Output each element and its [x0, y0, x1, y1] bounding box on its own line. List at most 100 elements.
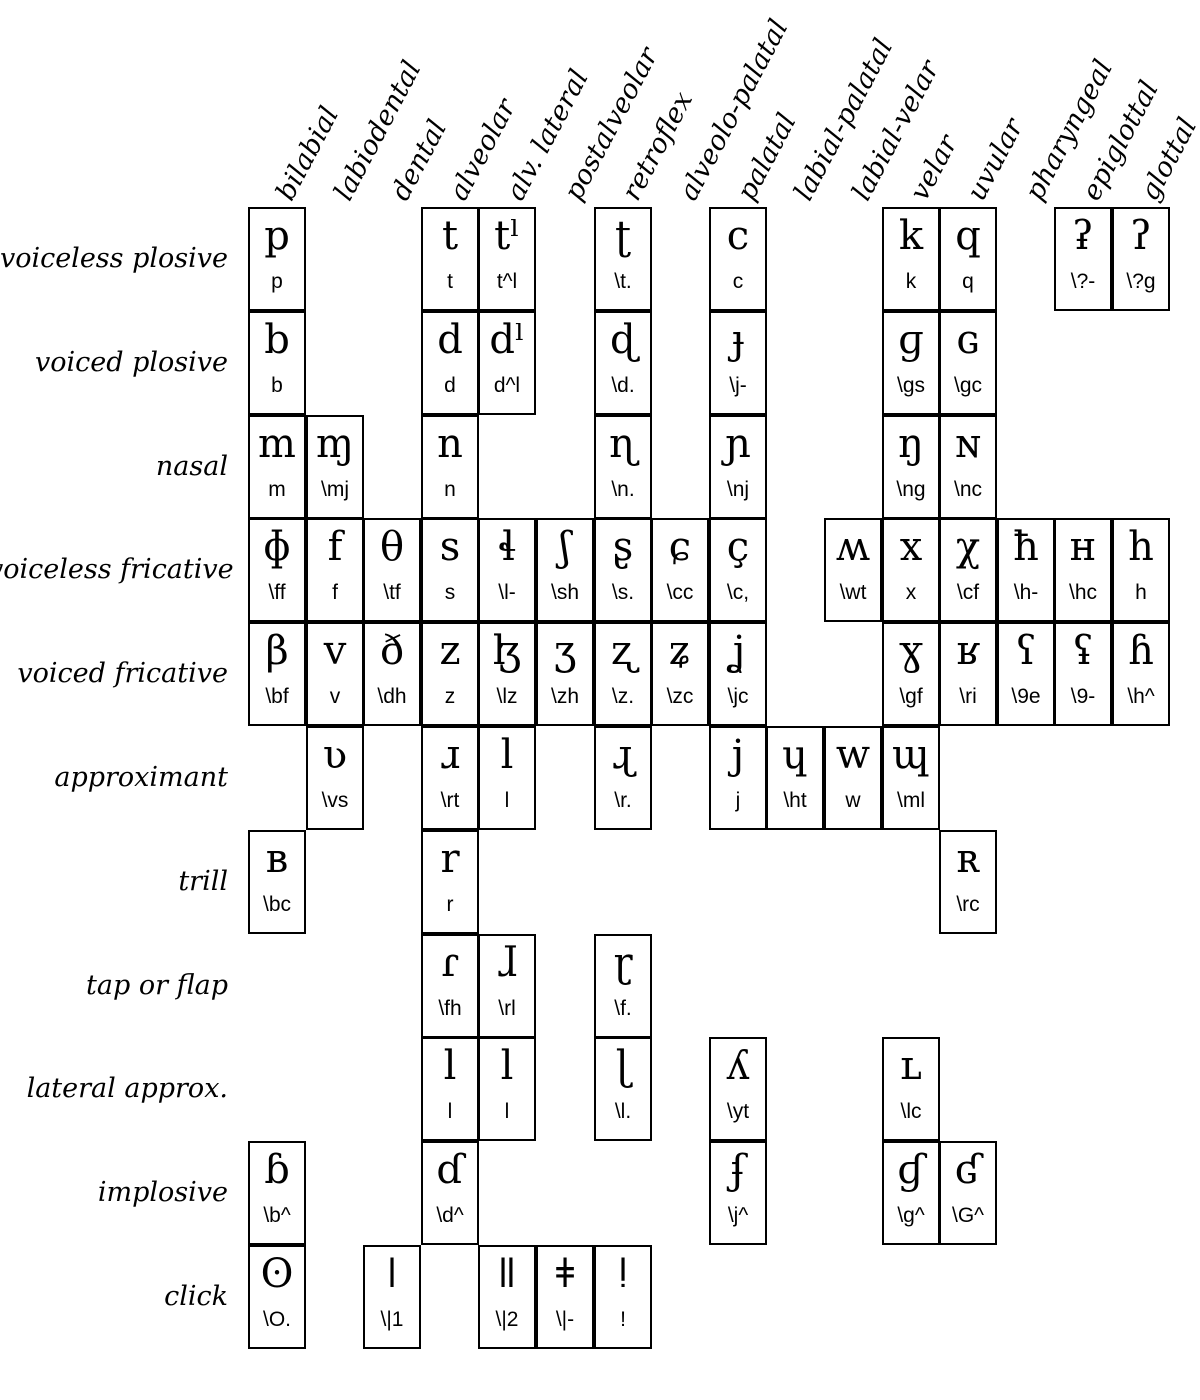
- row-header: lateral approx.: [26, 1073, 228, 1105]
- ipa-symbol: ʁ: [956, 628, 980, 674]
- ipa-symbol: ʒ: [553, 628, 577, 674]
- ipa-cell: ʃ \sh: [536, 518, 594, 622]
- ipa-symbol: ʛ: [954, 1147, 982, 1193]
- ipa-cell: ð\dh: [363, 622, 421, 726]
- tipa-code: \cc: [666, 581, 694, 604]
- tipa-code: \sh: [550, 581, 579, 604]
- tipa-code: l: [504, 789, 510, 812]
- ipa-symbol: f: [327, 524, 343, 570]
- ipa-symbol: ʢ: [1072, 628, 1094, 674]
- tipa-code: \gs: [896, 374, 925, 397]
- ipa-symbol: ɳ: [609, 421, 637, 467]
- ipa-symbol: ʋ: [322, 732, 348, 778]
- ipa-symbol: d: [437, 317, 463, 363]
- tipa-code: \vs: [321, 789, 349, 812]
- tipa-code: \|1: [380, 1308, 404, 1331]
- tipa-code: \c,: [726, 581, 750, 604]
- ipa-cell: ǁ\|2: [478, 1245, 536, 1349]
- ipa-symbol: ɽ: [613, 940, 633, 986]
- tipa-code: \rl: [498, 997, 516, 1020]
- ipa-symbol: r: [440, 836, 460, 882]
- ipa-cell: θ\tf: [363, 518, 421, 622]
- ipa-symbol: ɺ: [496, 940, 518, 986]
- ipa-symbol: ɬ: [497, 524, 517, 570]
- ipa-cell: ʀ\rc: [939, 830, 997, 934]
- tipa-code: \rt: [440, 789, 460, 812]
- ipa-symbol: l: [500, 1043, 514, 1089]
- ipa-symbol: ɦ: [1128, 628, 1154, 674]
- ipa-cell: ʙ\bc: [248, 830, 306, 934]
- tipa-code: \cf: [956, 581, 980, 604]
- tipa-code: \ht: [783, 789, 807, 812]
- ipa-cell: ɬ\l-: [478, 518, 536, 622]
- ipa-cell: ɕ\cc: [651, 518, 709, 622]
- tipa-code: \j^: [727, 1204, 749, 1227]
- ipa-cell: ʋ \vs: [306, 726, 364, 830]
- tipa-code: \d^: [436, 1204, 464, 1227]
- tipa-code: \hc: [1068, 581, 1097, 604]
- ipa-symbol: n: [437, 421, 463, 467]
- ipa-symbol: ɹ: [439, 732, 461, 778]
- ipa-cell: ɱ\mj: [306, 415, 364, 519]
- ipa-symbol: ɟ: [731, 317, 745, 363]
- row-header: nasal: [155, 450, 228, 482]
- tipa-code: l: [447, 1100, 453, 1123]
- ipa-cell: χ\cf: [939, 518, 997, 622]
- ipa-cell: ɹ \rt: [421, 726, 479, 830]
- tipa-code: \zc: [666, 685, 694, 708]
- ipa-symbol: ɢ: [956, 317, 980, 363]
- ipa-cell: ç\c,: [709, 518, 767, 622]
- ipa-symbol: ɾ: [440, 940, 460, 986]
- ipa-cell: ʕ\9e: [997, 622, 1055, 726]
- ipa-symbol: k: [898, 213, 924, 259]
- ipa-symbol: ɖ: [610, 317, 636, 363]
- row-header: voiced plosive: [34, 346, 228, 378]
- ipa-cell: ɣ\gf: [882, 622, 940, 726]
- tipa-code: \ff: [268, 581, 286, 604]
- ipa-symbol: ʘ: [260, 1251, 294, 1297]
- ipa-cell: ɠ\g^: [882, 1141, 940, 1245]
- row-header: approximant: [54, 762, 228, 793]
- ipa-cell: ɾ\fh: [421, 934, 479, 1038]
- tipa-code: \bc: [262, 893, 291, 916]
- ipa-symbol: ʃ: [559, 524, 571, 570]
- ipa-cell: ʍ\wt: [824, 518, 882, 622]
- tipa-code: \l.: [614, 1100, 632, 1123]
- ipa-symbol: m: [258, 421, 296, 467]
- tipa-code: \wt: [839, 581, 867, 604]
- ipa-cell: ɺ \rl: [478, 934, 536, 1038]
- ipa-cell: ɦ\h^: [1112, 622, 1170, 726]
- ipa-symbol: ɓ: [264, 1147, 290, 1193]
- tipa-code: h: [1135, 581, 1147, 604]
- row-header: trill: [178, 865, 228, 897]
- column-header: dental: [385, 114, 454, 206]
- ipa-cell: β\bf: [248, 622, 306, 726]
- ipa-symbol: ɗ: [436, 1147, 464, 1193]
- ipa-symbol: ʀ: [956, 836, 980, 882]
- tipa-code: \ng: [896, 478, 926, 501]
- ipa-symbol: j: [731, 732, 745, 778]
- ipa-cell: ɖ\d.: [594, 311, 652, 415]
- tipa-code: l: [504, 1100, 510, 1123]
- ipa-symbol: ǂ: [555, 1251, 575, 1297]
- ipa-cell: ʝ\jc: [709, 622, 767, 726]
- ipa-symbol: ɡ: [898, 317, 924, 363]
- tipa-code: \b^: [263, 1204, 291, 1227]
- ipa-cell: ʎ\yt: [709, 1037, 767, 1141]
- ipa-cell: ʈ\t.: [594, 207, 652, 311]
- ipa-symbol: ɣ: [899, 628, 923, 674]
- ipa-symbol: dˡ: [489, 317, 525, 363]
- ipa-symbol: v: [323, 628, 347, 674]
- tipa-code: n: [444, 478, 456, 501]
- ipa-symbol: ʔ: [1130, 213, 1152, 259]
- tipa-code: j: [735, 789, 741, 812]
- ipa-symbol: ʑ: [668, 628, 692, 674]
